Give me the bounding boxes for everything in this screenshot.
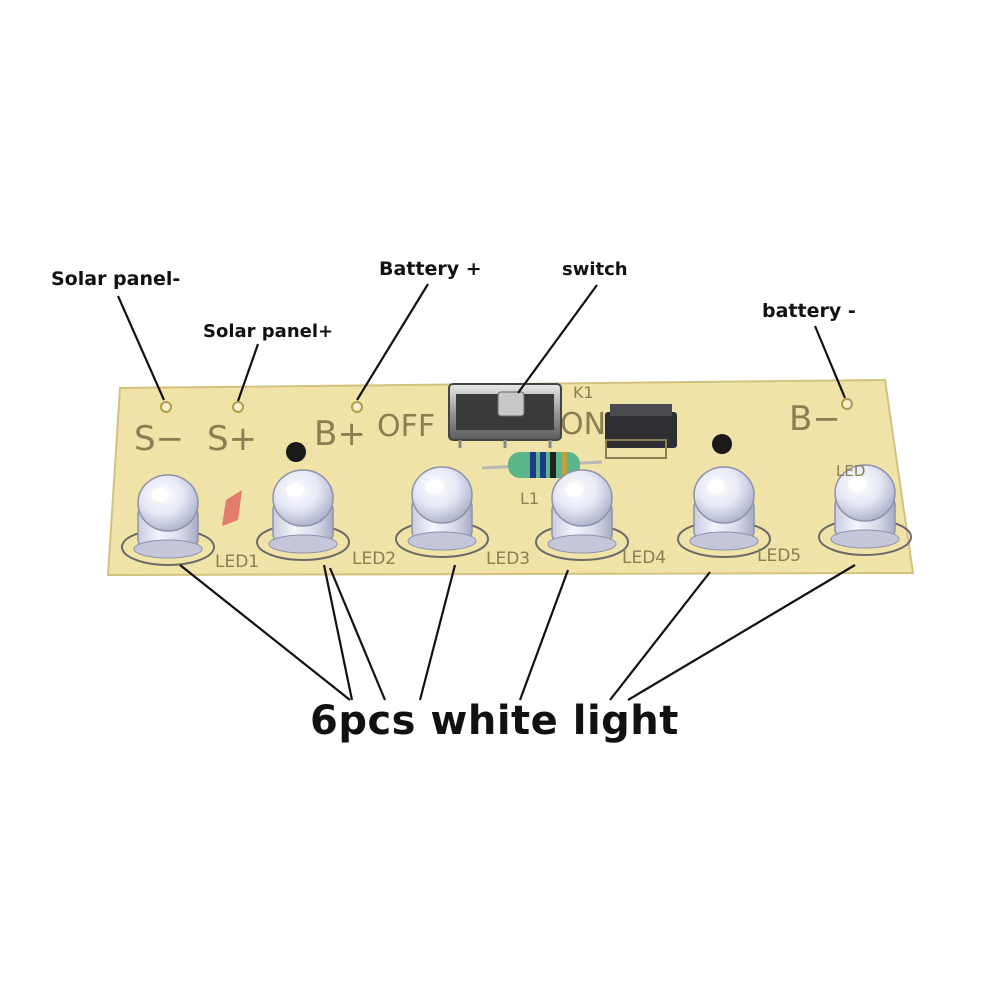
silk-led1: LED1 — [215, 552, 259, 572]
silk-b-plus: B+ — [314, 414, 366, 454]
label-solar-panel-positive: Solar panel+ — [203, 321, 334, 342]
annotation-lines — [116, 283, 856, 701]
polarity-mark — [222, 490, 242, 526]
silk-off: OFF — [377, 409, 435, 444]
led-highlight — [848, 478, 866, 492]
silk-led2: LED2 — [352, 549, 396, 569]
led-dome — [551, 469, 613, 527]
leader-batt-pos — [356, 283, 429, 401]
silk-led4: LED4 — [622, 548, 666, 568]
silk-led3: LED3 — [486, 549, 530, 569]
mounting-hole — [712, 434, 732, 454]
white-led — [818, 464, 912, 556]
inductor-l1 — [481, 452, 603, 478]
silk-b-minus: B− — [789, 399, 841, 439]
led-dome — [137, 474, 199, 532]
led-group — [121, 464, 912, 566]
led-dome — [272, 469, 334, 527]
leader-solar-neg — [116, 295, 166, 401]
pad-batt-neg — [841, 398, 853, 410]
white-led — [121, 474, 215, 566]
white-led — [395, 466, 489, 558]
slide-switch — [448, 383, 562, 448]
led-highlight — [565, 483, 583, 497]
silk-led6: LED — [836, 462, 865, 480]
pad-batt-pos — [351, 401, 363, 413]
white-led — [677, 466, 771, 558]
pad-solar-neg — [160, 401, 172, 413]
silk-s-plus: S+ — [207, 419, 257, 459]
led-flange — [407, 531, 477, 551]
leader-batt-neg — [813, 325, 847, 399]
led-flange — [830, 529, 900, 549]
pad-solar-pos — [232, 401, 244, 413]
label-switch: switch — [562, 259, 628, 280]
leader-led2b — [328, 567, 387, 701]
label-battery-negative: battery - — [762, 300, 856, 322]
led-highlight — [707, 480, 725, 494]
silk-k1: K1 — [573, 383, 594, 402]
label-white-leds: 6pcs white light — [310, 698, 679, 744]
silk-s-minus: S− — [134, 419, 184, 459]
led-dome — [411, 466, 473, 524]
leader-led5 — [609, 571, 711, 701]
led-dome — [693, 466, 755, 524]
leader-led2a — [322, 564, 354, 701]
leader-led3 — [418, 564, 457, 701]
mounting-hole — [286, 442, 306, 462]
led-highlight — [151, 488, 169, 502]
leader-solar-pos — [236, 343, 260, 402]
led-flange — [268, 534, 338, 554]
silk-l1: L1 — [520, 489, 539, 508]
silk-led5: LED5 — [757, 546, 801, 566]
white-led — [256, 469, 350, 561]
label-solar-panel-negative: Solar panel- — [51, 268, 181, 290]
led-dome — [834, 464, 896, 522]
label-battery-positive: Battery + — [379, 258, 482, 280]
leader-led6 — [627, 564, 856, 701]
leader-led4 — [518, 569, 570, 701]
white-led — [535, 469, 629, 561]
leader-led1 — [179, 564, 351, 701]
leader-switch — [517, 284, 598, 394]
led-flange — [547, 534, 617, 554]
silk-on: ON — [560, 407, 606, 442]
led-flange — [133, 539, 203, 559]
led-flange — [689, 531, 759, 551]
led-highlight — [425, 480, 443, 494]
ic-chip — [605, 404, 677, 459]
led-highlight — [286, 483, 304, 497]
